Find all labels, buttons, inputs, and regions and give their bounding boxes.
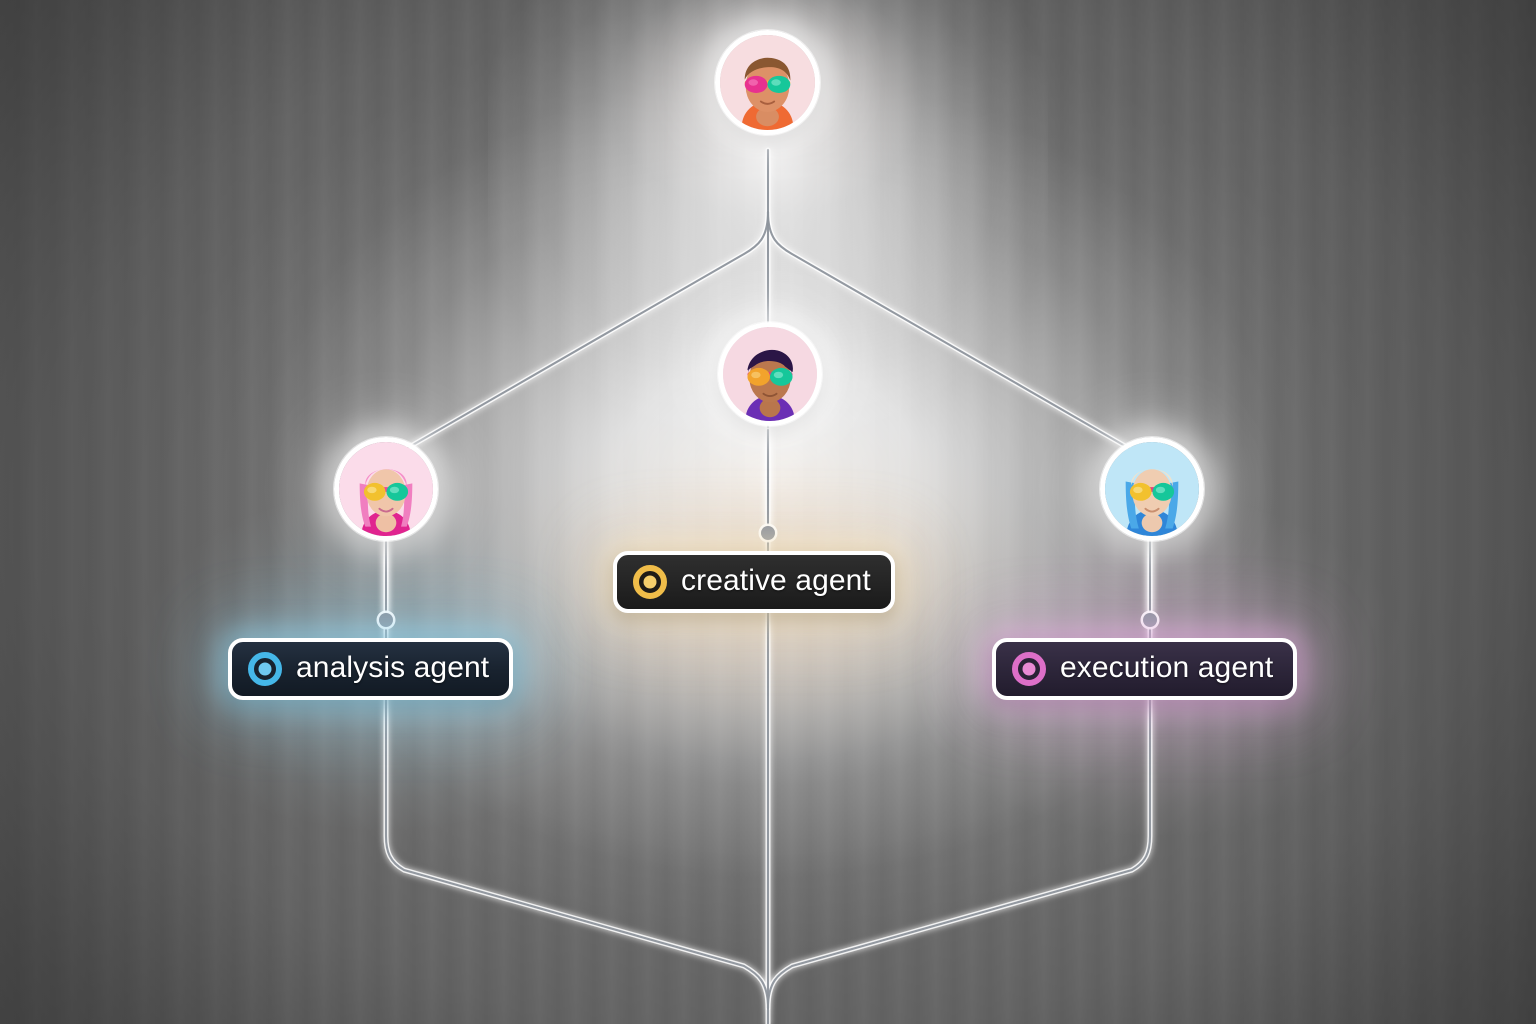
- target-ring-icon: [1012, 652, 1046, 686]
- node-label-analysis-agent[interactable]: analysis agent: [228, 638, 514, 700]
- connector-dot-creative: [761, 526, 775, 540]
- execution-agent-portrait: [1105, 442, 1199, 536]
- target-ring-icon: [633, 565, 667, 599]
- creative-agent-portrait: [723, 327, 817, 421]
- node-label-execution-agent[interactable]: execution agent: [992, 638, 1298, 700]
- node-label-creative-agent[interactable]: creative agent: [613, 551, 895, 613]
- orchestrator-portrait: [720, 35, 815, 130]
- background-edge-left: [0, 0, 300, 1024]
- avatar-creative-agent[interactable]: [718, 322, 822, 426]
- connector-dot-execution: [1143, 613, 1157, 627]
- avatar-execution-agent[interactable]: [1100, 437, 1204, 541]
- node-label-text: execution agent: [1060, 651, 1274, 684]
- connector-dot-analysis: [379, 613, 393, 627]
- connector-dots: [376, 523, 1160, 630]
- analysis-agent-portrait: [339, 442, 433, 536]
- node-label-text: creative agent: [681, 564, 871, 597]
- avatar-analysis-agent[interactable]: [334, 437, 438, 541]
- target-ring-icon: [248, 652, 282, 686]
- background-edge-right: [1236, 0, 1536, 1024]
- avatar-orchestrator[interactable]: [715, 30, 820, 135]
- node-label-text: analysis agent: [296, 651, 490, 684]
